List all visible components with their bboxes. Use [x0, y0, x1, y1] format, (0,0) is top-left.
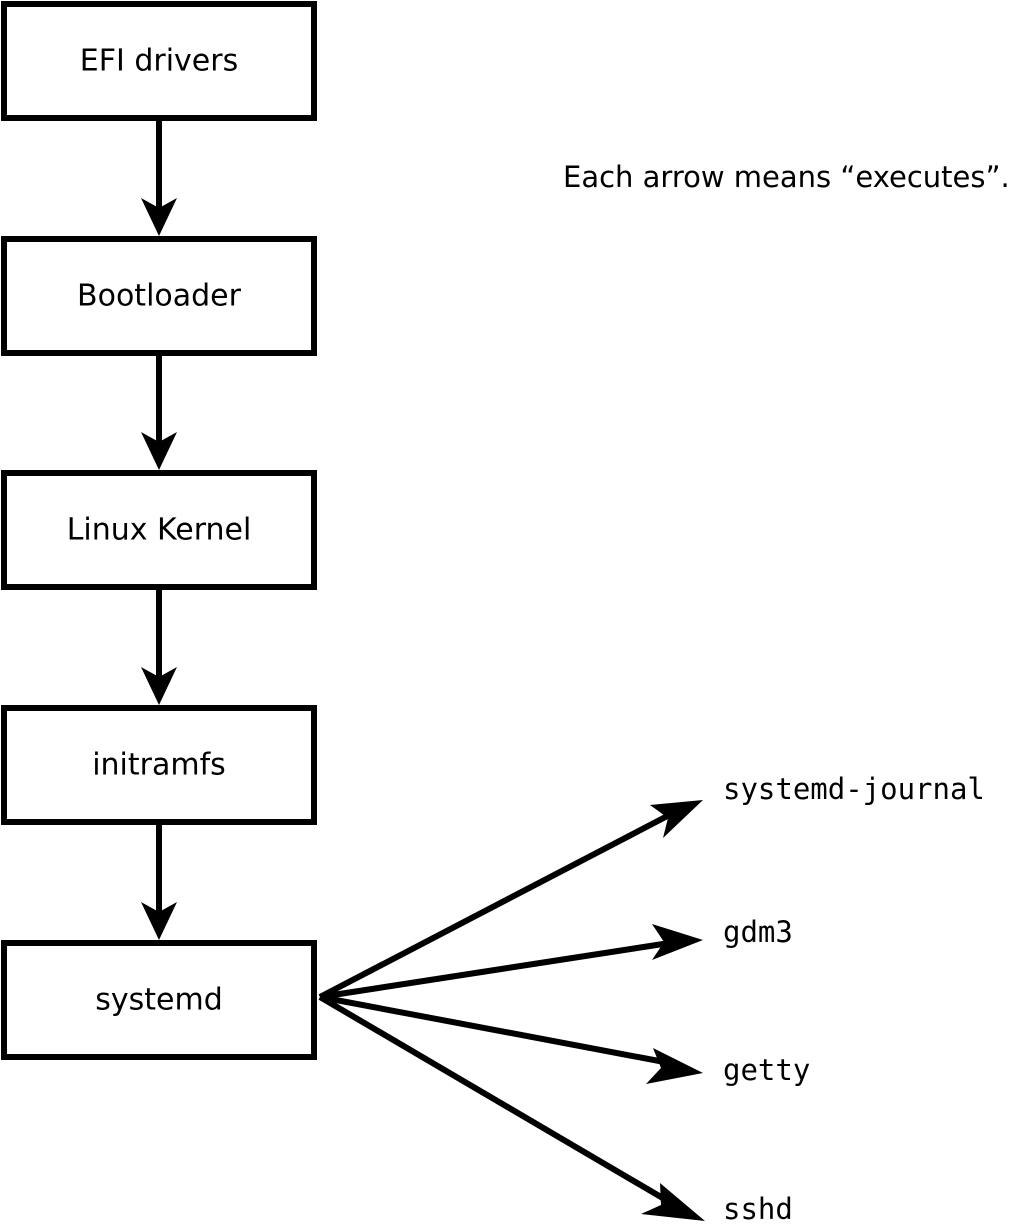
node-efi-drivers-rect[interactable] [1, 1, 317, 121]
arrow-initramfs-to-systemd-head [141, 902, 177, 940]
arrow-bootloader-to-kernel [141, 353, 177, 470]
arrow-initramfs-to-systemd [141, 822, 177, 940]
node-linux-kernel-label: Linux Kernel [67, 513, 252, 548]
arrow-systemd-to-sshd-head [641, 1183, 705, 1221]
arrow-systemd-to-systemd-journal-shaft [318, 809, 677, 1000]
node-initramfs[interactable]: initramfs [1, 705, 317, 825]
arrow-systemd-to-systemd-journal [318, 800, 703, 1000]
arrow-systemd-to-gdm3-head [652, 924, 703, 960]
service-label-sshd: sshd [723, 1192, 793, 1226]
arrow-systemd-to-getty-shaft [319, 994, 676, 1067]
boot-chain-group: EFI drivers Bootloader Linux Kernel init… [1, 1, 317, 1060]
arrow-kernel-to-initramfs [141, 587, 177, 705]
node-systemd-label: systemd [95, 983, 223, 1018]
arrow-systemd-to-gdm3 [319, 924, 703, 1000]
service-labels-group: systemd-journal gdm3 getty sshd [723, 772, 985, 1226]
arrow-systemd-to-systemd-journal-head [650, 800, 703, 838]
node-bootloader-rect[interactable] [1, 236, 317, 356]
arrow-kernel-to-initramfs-head [141, 667, 177, 705]
node-linux-kernel-rect[interactable] [1, 470, 317, 590]
arrow-efi-to-bootloader [141, 118, 177, 236]
arrow-systemd-to-sshd-shaft [318, 994, 680, 1210]
arrow-bootloader-to-kernel-head [141, 432, 177, 470]
node-efi-drivers-label: EFI drivers [80, 44, 238, 79]
arrow-systemd-to-gdm3-shaft [319, 939, 677, 1000]
node-bootloader[interactable]: Bootloader [1, 236, 317, 356]
service-label-systemd-journal: systemd-journal [723, 772, 985, 806]
service-label-getty: getty [723, 1053, 810, 1087]
node-initramfs-label: initramfs [92, 748, 226, 783]
node-efi-drivers[interactable]: EFI drivers [1, 1, 317, 121]
node-bootloader-label: Bootloader [77, 279, 242, 314]
chain-arrows-group [141, 118, 177, 940]
arrow-efi-to-bootloader-head [141, 198, 177, 236]
node-systemd[interactable]: systemd [1, 940, 317, 1060]
service-label-gdm3: gdm3 [723, 915, 793, 949]
arrow-systemd-to-getty-head [646, 1048, 703, 1084]
node-systemd-rect[interactable] [1, 940, 317, 1060]
service-arrows-group [318, 800, 705, 1221]
arrow-systemd-to-getty [319, 994, 703, 1084]
arrow-systemd-to-sshd [318, 994, 705, 1221]
diagram-caption: Each arrow means “executes”. [563, 160, 1010, 194]
node-linux-kernel[interactable]: Linux Kernel [1, 470, 317, 590]
